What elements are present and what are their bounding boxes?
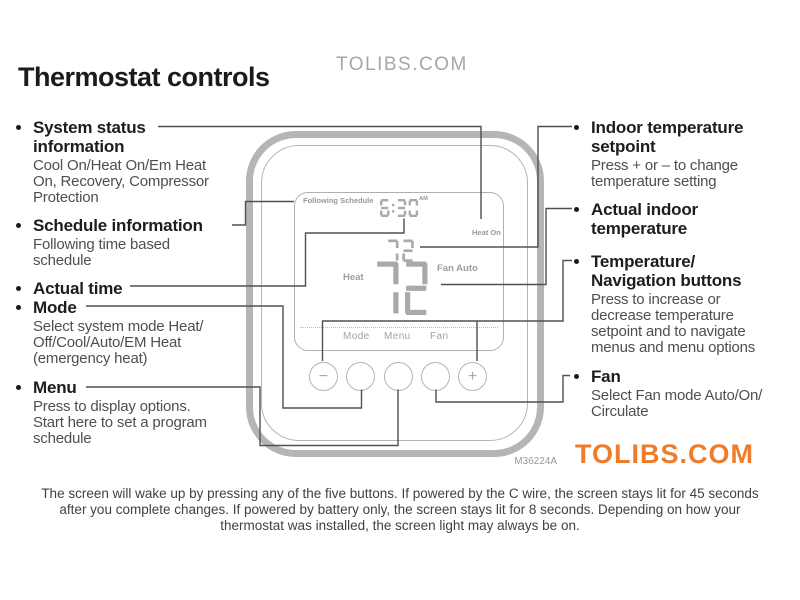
callout-body-line: temperature setting xyxy=(591,173,717,190)
callout-body-line: Select system mode Heat/ xyxy=(33,318,204,335)
callout-body: Select Fan mode Auto/On/ Circulate xyxy=(591,388,762,420)
bullet-icon xyxy=(16,385,21,390)
callout-title-line: Temperature/ xyxy=(591,252,696,271)
callout-title-line: Mode xyxy=(33,298,77,317)
callout-title: Actual time xyxy=(33,279,123,298)
bullet-icon xyxy=(16,125,21,130)
callout-title: Actual indoor temperature xyxy=(591,200,698,238)
bullet-icon xyxy=(574,125,579,130)
footer-note-line: thermostat was installed, the screen lig… xyxy=(220,518,580,533)
display-time-period: AM xyxy=(419,196,429,202)
callout-title-line: Actual indoor xyxy=(591,200,698,219)
minus-icon: − xyxy=(318,367,329,385)
callout-title: Menu xyxy=(33,378,207,397)
bullet-icon xyxy=(574,374,579,379)
footer-note-line: The screen will wake up by pressing any … xyxy=(41,486,759,501)
minus-button: − xyxy=(309,362,338,391)
callout-body-line: Following time based xyxy=(33,236,170,253)
callout-title-line: Fan xyxy=(591,367,621,386)
callout-actual-time: Actual time xyxy=(16,279,123,298)
bullet-icon xyxy=(16,223,21,228)
display-softkey-divider xyxy=(300,327,498,328)
callout-schedule-information: Schedule information Following time base… xyxy=(16,216,203,269)
callout-body: Press to increase or decrease temperatur… xyxy=(591,292,755,356)
callout-body-line: Cool On/Heat On/Em Heat xyxy=(33,157,206,174)
callout-actual-indoor-temperature: Actual indoor temperature xyxy=(574,200,698,238)
callout-body-line: schedule xyxy=(33,252,92,269)
callout-fan: Fan Select Fan mode Auto/On/ Circulate xyxy=(574,367,762,420)
display-system-status: Heat On xyxy=(472,228,501,237)
callout-body-line: setpoint and to navigate xyxy=(591,323,746,340)
callout-body: Press to display options. Start here to … xyxy=(33,399,207,447)
bullet-icon xyxy=(574,207,579,212)
callout-system-status: System status information Cool On/Heat O… xyxy=(16,118,209,206)
model-number: M36224A xyxy=(514,456,557,467)
callout-body-line: Circulate xyxy=(591,403,649,420)
callout-title-line: System status xyxy=(33,118,146,137)
callout-body-line: (emergency heat) xyxy=(33,350,148,367)
callout-title-line: Actual time xyxy=(33,279,123,298)
display-fan-label: Fan Auto xyxy=(437,263,478,274)
callout-body-line: Off/Cool/Auto/EM Heat xyxy=(33,334,182,351)
bullet-icon xyxy=(16,305,21,310)
callout-title-line: Menu xyxy=(33,378,77,397)
softkey-fan-label: Fan xyxy=(430,331,449,342)
callout-title-line: Navigation buttons xyxy=(591,271,742,290)
callout-title: Temperature/ Navigation buttons xyxy=(591,252,755,290)
callout-body-line: Start here to set a program xyxy=(33,414,207,431)
callout-menu: Menu Press to display options. Start her… xyxy=(16,378,207,447)
callout-title-line: temperature xyxy=(591,219,688,238)
callout-body: Cool On/Heat On/Em Heat On, Recovery, Co… xyxy=(33,158,209,206)
callout-body-line: Press + or – to change xyxy=(591,157,738,174)
callout-navigation-buttons: Temperature/ Navigation buttons Press to… xyxy=(574,252,755,356)
plus-icon: + xyxy=(467,367,478,385)
callout-title-line: setpoint xyxy=(591,137,656,156)
callout-body-line: Protection xyxy=(33,189,99,206)
callout-title-line: Schedule information xyxy=(33,216,203,235)
page-title: Thermostat controls xyxy=(18,62,270,92)
callout-title: Indoor temperature setpoint xyxy=(591,118,743,156)
plus-button: + xyxy=(458,362,487,391)
callout-body-line: Press to increase or xyxy=(591,291,721,308)
callout-title: Schedule information xyxy=(33,216,203,235)
footer-note-line: after you complete changes. If powered b… xyxy=(59,502,741,517)
callout-body-line: On, Recovery, Compressor xyxy=(33,173,209,190)
display-schedule-status: Following Schedule xyxy=(303,196,374,205)
callout-body: Select system mode Heat/ Off/Cool/Auto/E… xyxy=(33,319,203,367)
header-watermark: TOLIBS.COM xyxy=(336,54,468,75)
callout-body-line: decrease temperature xyxy=(591,307,734,324)
callout-title: Mode xyxy=(33,298,203,317)
softkey-menu-label: Menu xyxy=(384,331,411,342)
menu-button xyxy=(384,362,413,391)
footer-watermark: TOLIBS.COM xyxy=(575,439,755,469)
mode-button xyxy=(346,362,375,391)
callout-mode: Mode Select system mode Heat/ Off/Cool/A… xyxy=(16,298,203,367)
callout-body: Following time based schedule xyxy=(33,237,203,269)
callout-body-line: menus and menu options xyxy=(591,339,756,356)
bullet-icon xyxy=(16,286,21,291)
callout-title: Fan xyxy=(591,367,762,386)
display-mode-label: Heat xyxy=(343,272,364,283)
footer-note: The screen will wake up by pressing any … xyxy=(0,486,800,534)
softkey-mode-label: Mode xyxy=(343,331,370,342)
callout-title-line: Indoor temperature xyxy=(591,118,744,137)
fan-button xyxy=(421,362,450,391)
callout-indoor-setpoint: Indoor temperature setpoint Press + or –… xyxy=(574,118,743,190)
callout-body-line: schedule xyxy=(33,430,92,447)
callout-body-line: Select Fan mode Auto/On/ xyxy=(591,387,763,404)
callout-title-line: information xyxy=(33,137,125,156)
callout-body: Press + or – to change temperature setti… xyxy=(591,158,743,190)
bullet-icon xyxy=(574,259,579,264)
callout-title: System status information xyxy=(33,118,209,156)
callout-body-line: Press to display options. xyxy=(33,398,191,415)
